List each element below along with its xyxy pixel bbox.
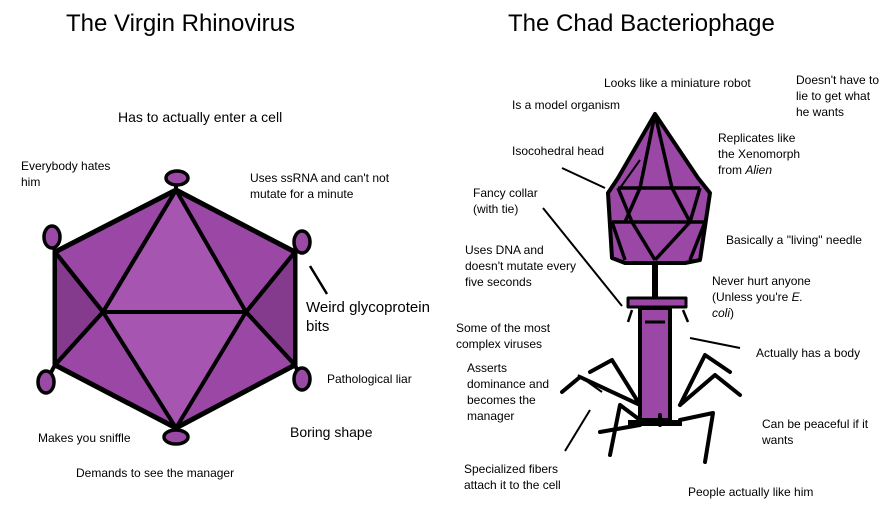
title-virgin-rhinovirus: The Virgin Rhinovirus <box>66 10 295 37</box>
label-asserts: Asserts dominance and becomes the manage… <box>467 361 550 423</box>
label-collar: Fancy collar (with tie) <box>473 186 538 216</box>
label-replicates: Replicates like the Xenomorph from Alien <box>718 131 801 177</box>
label-body: Actually has a body <box>756 346 861 360</box>
label-liked: People actually like him <box>688 485 814 499</box>
title-chad-bacteriophage: The Chad Bacteriophage <box>508 10 775 37</box>
knob-upper-right <box>292 229 312 255</box>
phage-collar <box>626 296 688 309</box>
label-complex: Some of the most complex viruses <box>456 321 551 351</box>
label-needle: Basically a "living" needle <box>726 233 862 247</box>
label-lie: Doesn't have to lie to get what he wants <box>796 73 880 119</box>
bacteriophage-drawing <box>560 112 742 464</box>
label-pathological-liar: Pathological liar <box>327 372 412 386</box>
knob-top <box>164 169 190 187</box>
label-never-hurt: Never hurt anyone (Unless you're E. coli… <box>712 274 811 320</box>
label-isocohedral: Isocohedral head <box>512 144 605 158</box>
phage-tail <box>638 306 672 422</box>
knob-lower-right <box>292 366 312 392</box>
label-robot: Looks like a miniature robot <box>604 76 751 90</box>
label-glycoprotein: Weird glycoprotein bits <box>306 299 430 335</box>
label-enter-cell: Has to actually enter a cell <box>118 109 283 125</box>
label-fibers: Specialized fibers attach it to the cell <box>464 462 561 492</box>
label-manager-left: Demands to see the manager <box>76 466 235 480</box>
label-dna: Uses DNA and doesn't mutate every five s… <box>465 243 577 289</box>
label-boring-shape: Boring shape <box>290 424 373 440</box>
rhinovirus-drawing <box>36 169 312 446</box>
phage-base-plate <box>628 420 682 426</box>
label-peaceful: Can be peaceful if it wants <box>762 417 869 447</box>
knob-bottom <box>162 428 190 446</box>
knob-upper-left <box>42 224 62 250</box>
label-model-organism: Is a model organism <box>512 98 621 112</box>
label-sniffle: Makes you sniffle <box>38 431 131 445</box>
label-everybody-hates: Everybody hates him <box>21 159 111 189</box>
label-ssrna: Uses ssRNA and can't not mutate for a mi… <box>250 171 390 201</box>
knob-lower-left <box>36 369 56 395</box>
